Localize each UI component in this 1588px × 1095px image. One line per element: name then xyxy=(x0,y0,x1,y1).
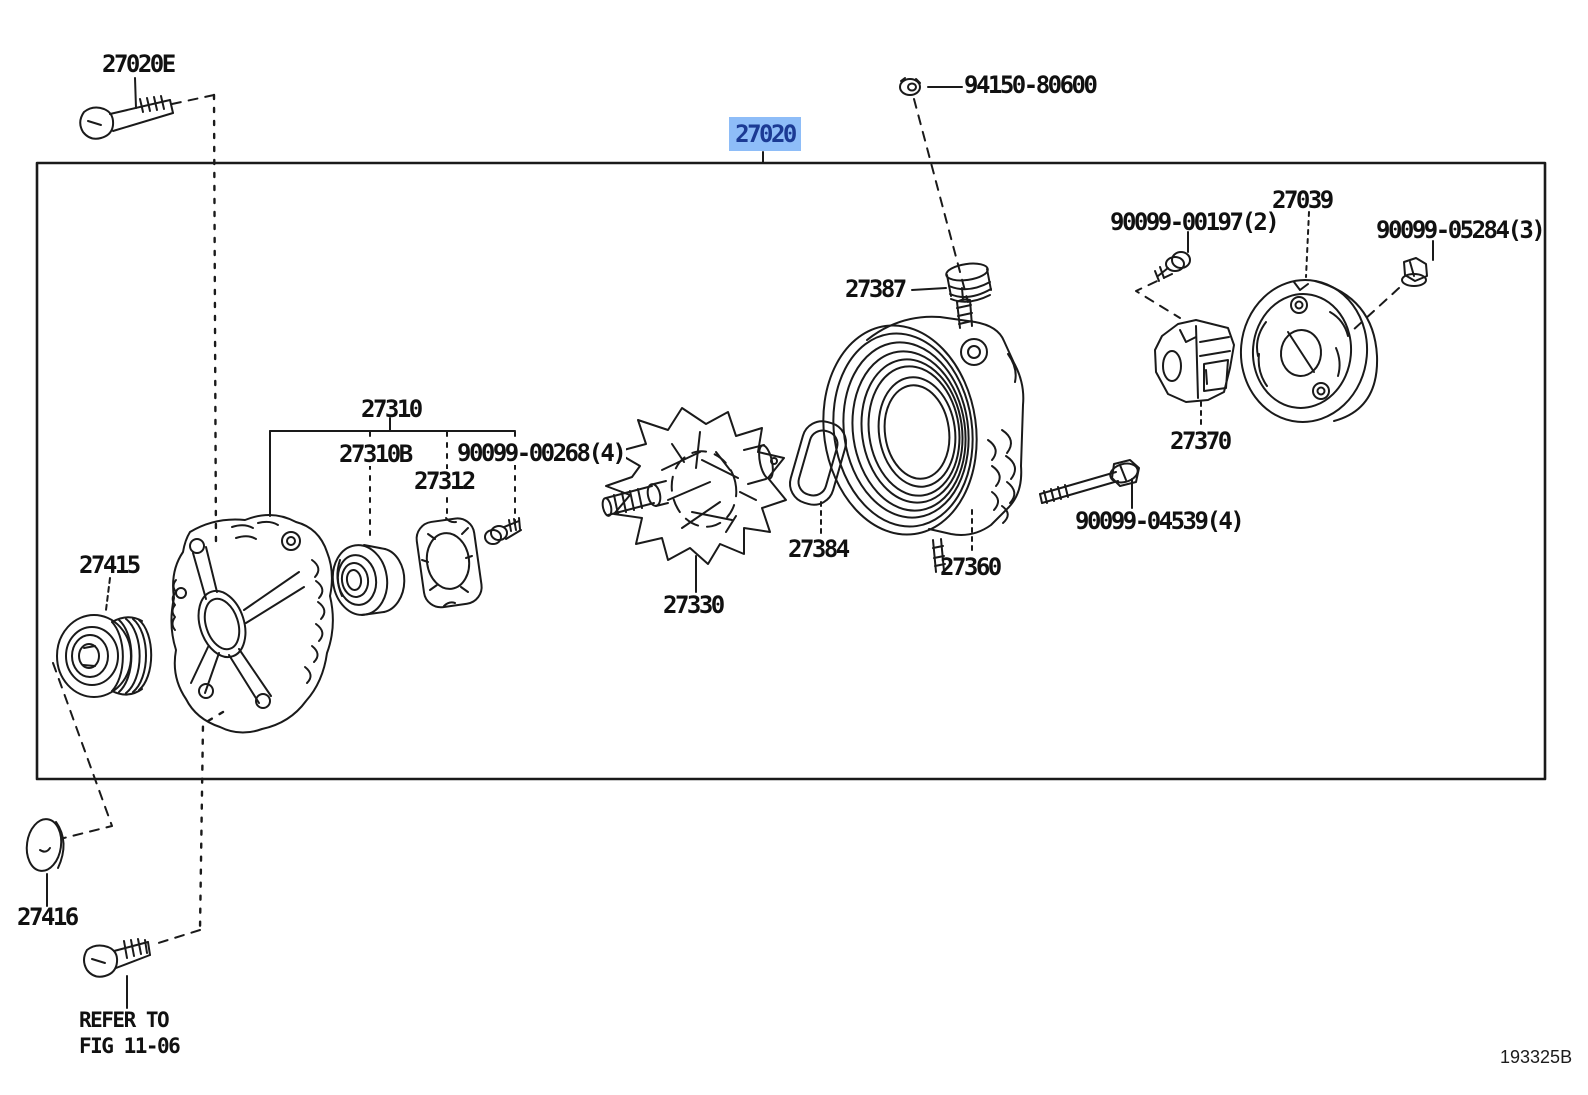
part-label-27020e[interactable]: 27020E xyxy=(102,50,176,78)
part-label-27310[interactable]: 27310 xyxy=(361,395,423,423)
part-label-27416[interactable]: 27416 xyxy=(17,903,79,931)
pulley-drawing xyxy=(56,614,153,698)
mount-bolt-drawing xyxy=(83,938,151,978)
solid-leader-lines xyxy=(46,77,1434,1009)
insulator-drawing xyxy=(945,262,992,303)
part-label-90099-04539[interactable]: 90099-04539(4) xyxy=(1075,507,1245,535)
figure-code: 193325B xyxy=(1500,1047,1573,1067)
bearing-drawing xyxy=(331,544,406,616)
diagram-boundary-box xyxy=(35,161,1547,781)
retainer-plate-drawing xyxy=(415,517,483,609)
part-label-27415[interactable]: 27415 xyxy=(79,551,141,579)
part-label-90099-00197[interactable]: 90099-00197(2) xyxy=(1110,208,1280,236)
part-label-27370[interactable]: 27370 xyxy=(1170,427,1232,455)
front-bracket-drawing xyxy=(170,514,334,734)
part-label-90099-00268[interactable]: 90099-00268(4) xyxy=(455,439,627,467)
screw-90099-00268-drawing xyxy=(484,517,522,545)
part-label-90099-05284[interactable]: 90099-05284(3) xyxy=(1376,216,1546,244)
screw-90099-00197-drawing xyxy=(1154,251,1191,282)
part-label-27387[interactable]: 27387 xyxy=(845,275,907,303)
pulley-cap-drawing xyxy=(25,818,65,872)
regulator-drawing xyxy=(1154,319,1235,403)
part-label-27039[interactable]: 27039 xyxy=(1272,186,1334,214)
part-label-27384[interactable]: 27384 xyxy=(788,535,850,563)
part-label-27360[interactable]: 27360 xyxy=(940,553,1002,581)
through-bolt-drawing xyxy=(1039,459,1140,504)
rotor-drawing xyxy=(601,407,787,565)
bolt-27020e-drawing xyxy=(79,95,174,140)
rear-cover-drawing xyxy=(1239,279,1379,423)
part-label-27020-highlighted[interactable]: 27020 xyxy=(729,117,801,151)
part-label-27312[interactable]: 27312 xyxy=(412,467,476,495)
part-label-94150-80600[interactable]: 94150-80600 xyxy=(964,71,1098,99)
part-label-27310b[interactable]: 27310B xyxy=(337,440,413,468)
refer-note-line1: REFER TO xyxy=(79,1008,170,1032)
part-label-27330[interactable]: 27330 xyxy=(663,591,725,619)
nut-94150-drawing xyxy=(899,77,921,96)
refer-note-line2: FIG 11-06 xyxy=(79,1034,181,1058)
bolt-90099-05284-drawing xyxy=(1401,257,1428,287)
